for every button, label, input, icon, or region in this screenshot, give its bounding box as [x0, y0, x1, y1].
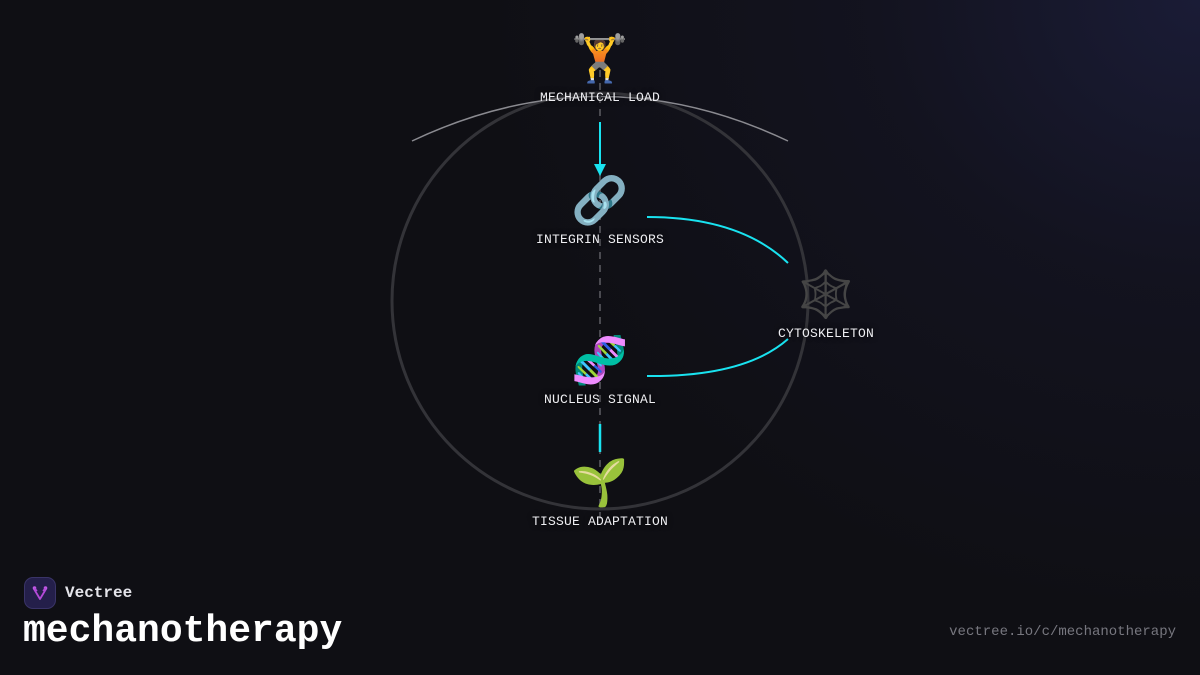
spider-web-icon: 🕸️ — [797, 267, 855, 321]
dna-icon: 🧬 — [571, 333, 629, 387]
node-label: NUCLEUS SIGNAL — [543, 392, 657, 407]
edge-integrin-to-cytoskeleton — [646, 216, 789, 264]
edge-cytoskeleton-to-nucleus — [646, 338, 789, 378]
node-label: TISSUE ADAPTATION — [531, 514, 669, 529]
node-tissue-adaptation: 🌱 TISSUE ADAPTATION — [490, 456, 710, 529]
brand: Vectree — [24, 577, 132, 609]
source-url[interactable]: vectree.io/c/mechanotherapy — [949, 624, 1176, 640]
weight-lifter-icon: 🏋️ — [571, 31, 629, 85]
page-title: mechanotherapy — [23, 610, 343, 653]
cycle-ring — [390, 91, 810, 511]
arrowhead-icon — [594, 164, 606, 176]
node-label: CYTOSKELETON — [777, 326, 874, 341]
node-integrin-sensors: 🔗 INTEGRIN SENSORS — [490, 174, 710, 247]
node-cytoskeleton: 🕸️ CYTOSKELETON — [716, 268, 936, 341]
node-label: INTEGRIN SENSORS — [535, 232, 665, 247]
brand-name: Vectree — [65, 584, 133, 602]
node-mechanical-load: 🏋️ MECHANICAL LOAD — [490, 32, 710, 105]
chain-link-icon: 🔗 — [571, 173, 629, 227]
seedling-icon: 🌱 — [571, 455, 629, 509]
vectree-logo-icon — [24, 577, 56, 609]
node-label: MECHANICAL LOAD — [539, 90, 661, 105]
node-nucleus-signal: 🧬 NUCLEUS SIGNAL — [490, 334, 710, 407]
